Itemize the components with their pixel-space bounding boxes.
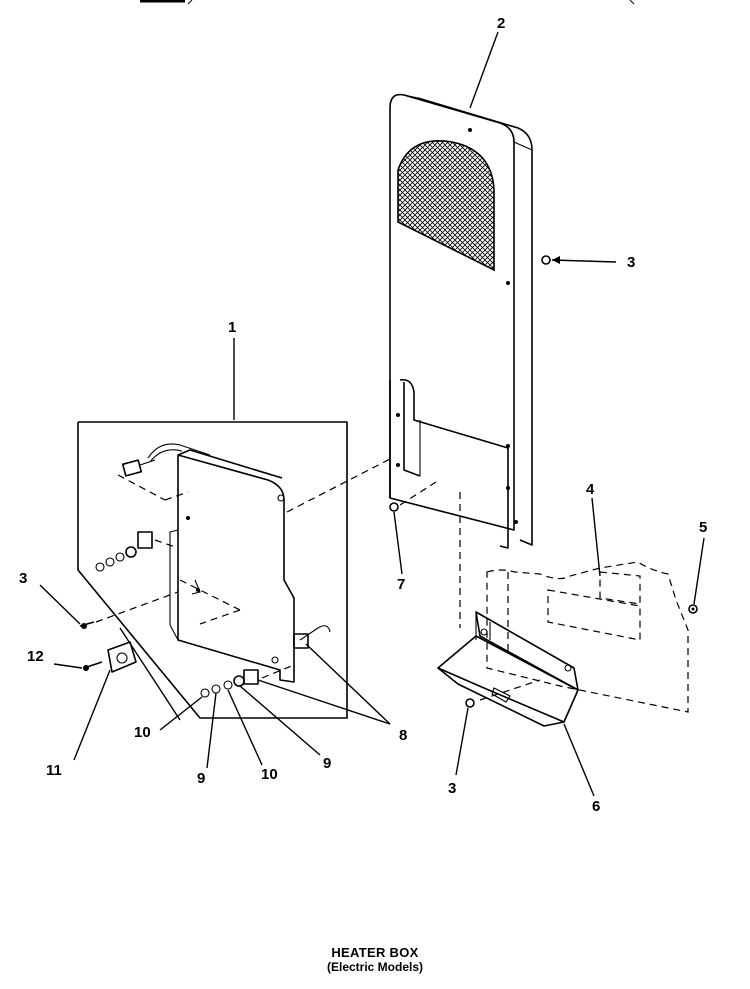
callout-3-lower: 3 xyxy=(448,780,456,797)
screw-7 xyxy=(389,502,399,512)
support-bracket xyxy=(437,611,579,727)
back-duct-panel xyxy=(389,93,533,549)
callout-12: 12 xyxy=(27,648,44,665)
heater-assembly-frame xyxy=(77,421,348,719)
callout-labels: 1 2 3 3 3 4 5 6 7 8 9 9 10 10 11 12 xyxy=(19,15,707,815)
screw-3-upper xyxy=(541,255,551,265)
thermostat-screw xyxy=(83,661,103,671)
top-edge-marks xyxy=(140,0,635,5)
leader-lines xyxy=(39,31,705,797)
callout-5: 5 xyxy=(699,519,707,536)
alignment-lines xyxy=(95,457,541,701)
lint-screen-mesh xyxy=(397,140,495,272)
screw-3-lower xyxy=(465,698,475,708)
callout-1: 1 xyxy=(228,319,236,336)
callout-8: 8 xyxy=(399,727,407,744)
terminal-hardware-bottom xyxy=(200,669,259,698)
callout-10-bottom: 10 xyxy=(261,766,278,783)
callout-6: 6 xyxy=(592,798,600,815)
callout-3-left: 3 xyxy=(19,570,27,587)
callout-7: 7 xyxy=(397,576,405,593)
terminal-hardware-left xyxy=(95,531,153,572)
diagram-subtitle: (Electric Models) xyxy=(326,960,424,974)
diagram-title: HEATER BOX xyxy=(331,945,419,960)
heater-element-panel xyxy=(121,443,331,683)
mounting-base-dashed xyxy=(459,492,689,713)
frame-screw-left xyxy=(79,621,95,629)
callout-3-upper: 3 xyxy=(627,254,635,271)
callout-9-right: 9 xyxy=(323,755,331,772)
callout-11: 11 xyxy=(46,762,62,779)
callout-9-left: 9 xyxy=(197,770,205,787)
callout-2: 2 xyxy=(497,15,505,32)
callout-4: 4 xyxy=(586,481,595,498)
thermostat xyxy=(107,641,137,673)
callout-10-left: 10 xyxy=(134,724,151,741)
nut-5 xyxy=(688,604,698,614)
